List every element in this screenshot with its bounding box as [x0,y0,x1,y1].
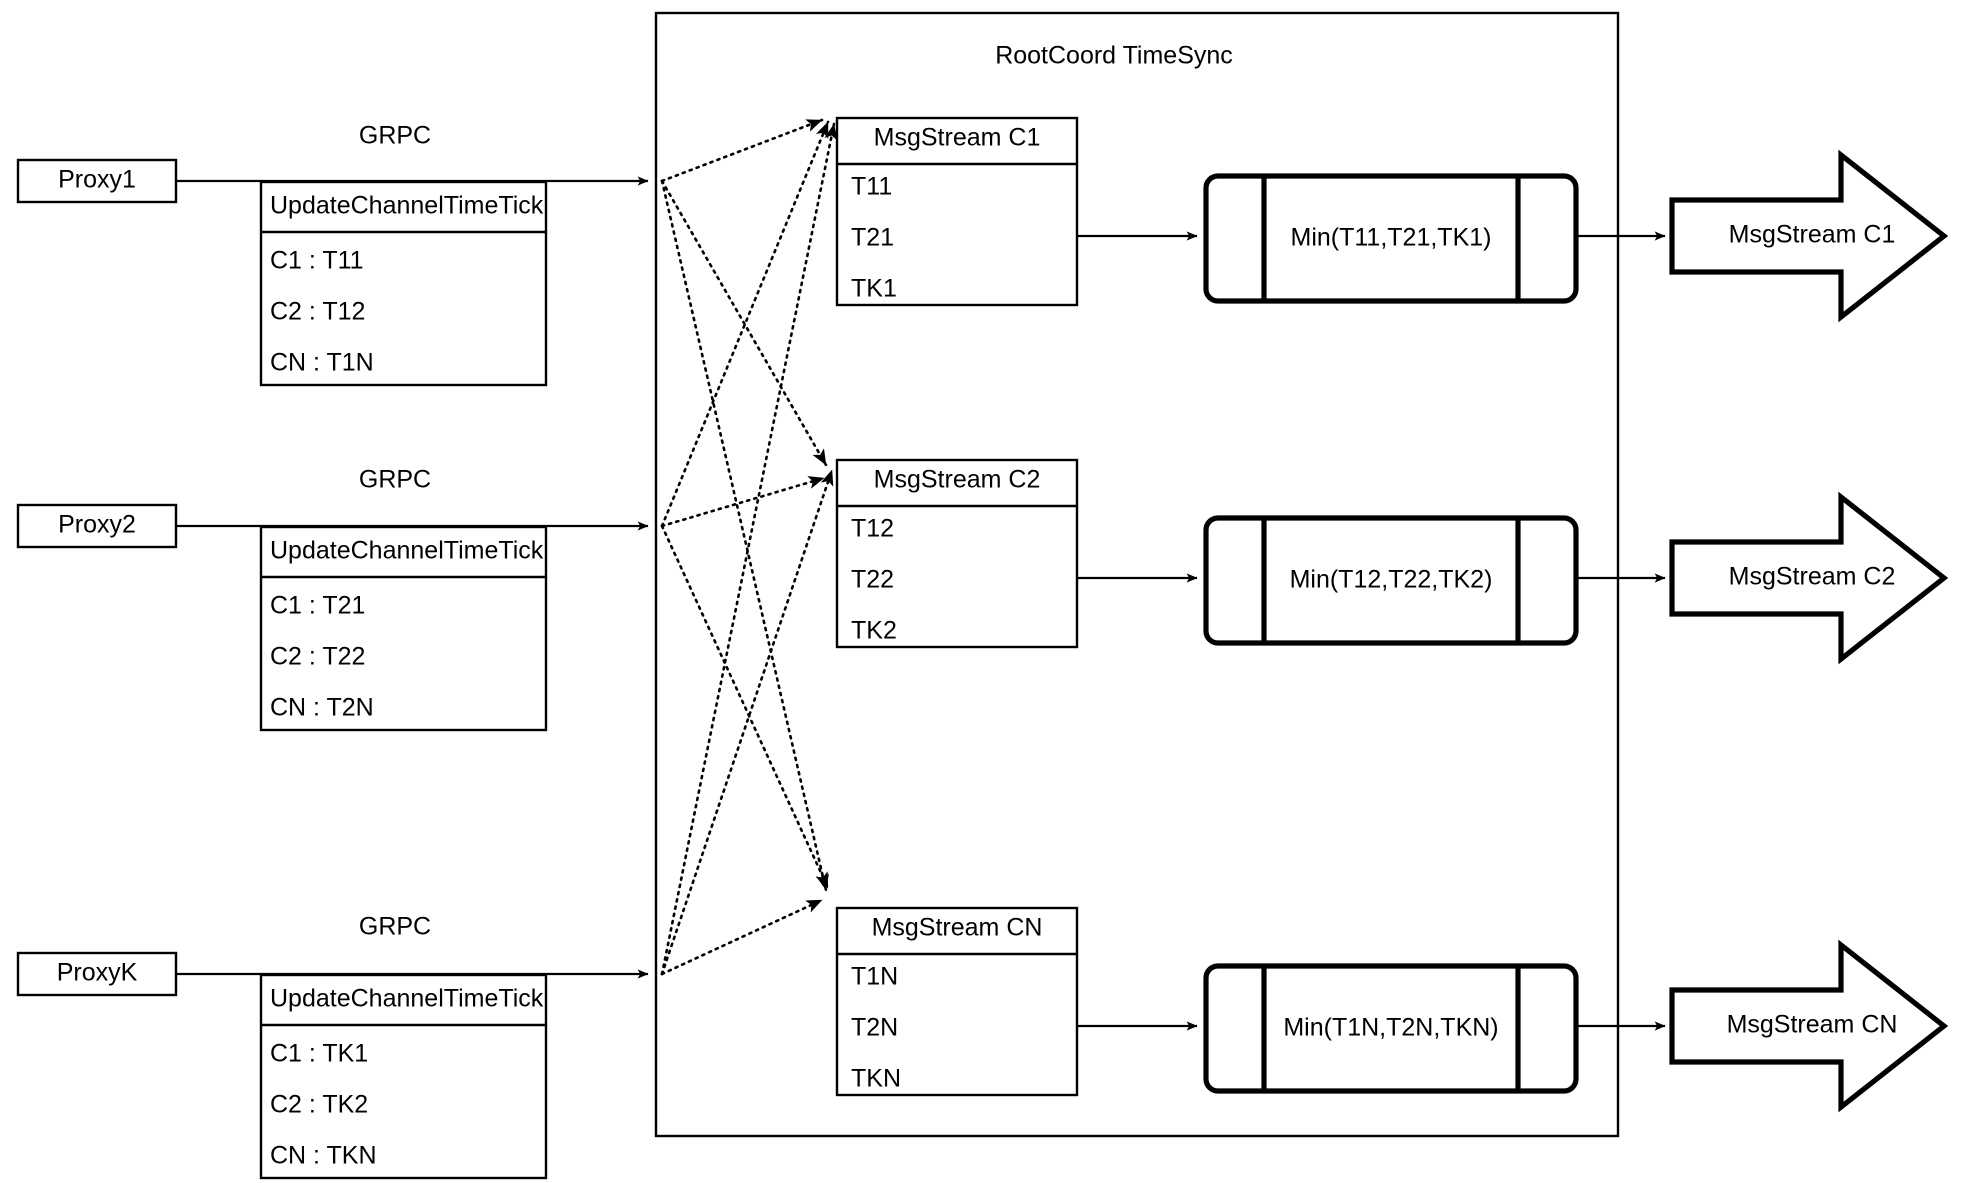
msgstream-box-1 [835,116,1079,307]
dotted-link-pk-c2 [660,468,834,976]
msgstream-row-3-2: TKN [851,1065,901,1093]
proxy-label-2: Proxy2 [58,511,136,539]
msgstream-row-1-1: T21 [851,224,894,252]
msgstream-header-3: MsgStream CN [872,914,1043,942]
timetick-row-1-0: C1 : T11 [270,247,364,275]
msgstream-row-2-1: T22 [851,566,894,594]
update-channel-timetick-header-3: UpdateChannelTimeTick [270,985,544,1013]
msgstream-row-2-0: T12 [851,515,894,543]
msgstream-row-1-0: T11 [851,173,892,201]
timetick-row-2-0: C1 : T21 [270,592,365,620]
msgstream-header-2: MsgStream C2 [874,466,1041,494]
output-arrow-shape-2 [1669,491,1949,665]
min-label-2: Min(T12,T22,TK2) [1290,566,1493,594]
min-label-1: Min(T11,T21,TK1) [1291,224,1492,252]
update-channel-timetick-header-1: UpdateChannelTimeTick [270,192,544,220]
msgstream-row-3-1: T2N [851,1014,898,1042]
min-label-3: Min(T1N,T2N,TKN) [1283,1014,1498,1042]
proxy-box-2[interactable] [16,503,178,549]
output-arrow-shape-1 [1669,149,1949,323]
dotted-link-p1-c2 [660,179,828,467]
msgstream-box-3 [835,906,1079,1097]
timetick-row-3-2: CN : TKN [270,1142,377,1170]
update-channel-timetick-card-1 [259,180,548,387]
dotted-link-p2-c1 [660,120,830,528]
proxy-label-3: ProxyK [57,959,138,987]
msgstream-row-1-2: TK1 [851,275,897,303]
output-label-2: MsgStream C2 [1729,563,1896,591]
timetick-row-3-1: C2 : TK2 [270,1091,368,1119]
output-label-1: MsgStream C1 [1729,221,1896,249]
output-label-3: MsgStream CN [1727,1011,1898,1039]
dotted-link-p2-c2 [660,476,826,528]
timetick-row-2-1: C2 : T22 [270,643,365,671]
timetick-row-3-0: C1 : TK1 [270,1040,368,1068]
proxy-box-3[interactable] [16,951,178,997]
dotted-link-p1-c1 [660,118,824,183]
grpc-label-1: GRPC [359,122,431,150]
timetick-row-2-2: CN : T2N [270,694,374,722]
msgstream-row-3-0: T1N [851,963,898,991]
grpc-label-2: GRPC [359,466,431,494]
msgstream-row-2-2: TK2 [851,617,897,645]
min-process-box-3 [1203,963,1579,1094]
min-process-box-1 [1203,173,1579,304]
dotted-link-p1-cn [660,179,829,892]
timetick-row-1-2: CN : T1N [270,349,374,377]
msgstream-header-1: MsgStream C1 [874,124,1041,152]
timetick-row-1-1: C2 : T12 [270,298,365,326]
min-process-box-2 [1203,515,1579,646]
grpc-label-3: GRPC [359,913,431,941]
update-channel-timetick-card-3 [259,973,548,1180]
dotted-link-p2-cn [660,524,830,890]
update-channel-timetick-card-2 [259,525,548,732]
proxy-box-1[interactable] [16,158,178,204]
update-channel-timetick-header-2: UpdateChannelTimeTick [270,537,544,565]
rootcoord-title: RootCoord TimeSync [995,42,1233,70]
proxy-label-1: Proxy1 [58,166,136,194]
output-arrow-shape-3 [1669,939,1949,1113]
dotted-link-pk-cn [660,898,824,976]
msgstream-box-2 [835,458,1079,649]
